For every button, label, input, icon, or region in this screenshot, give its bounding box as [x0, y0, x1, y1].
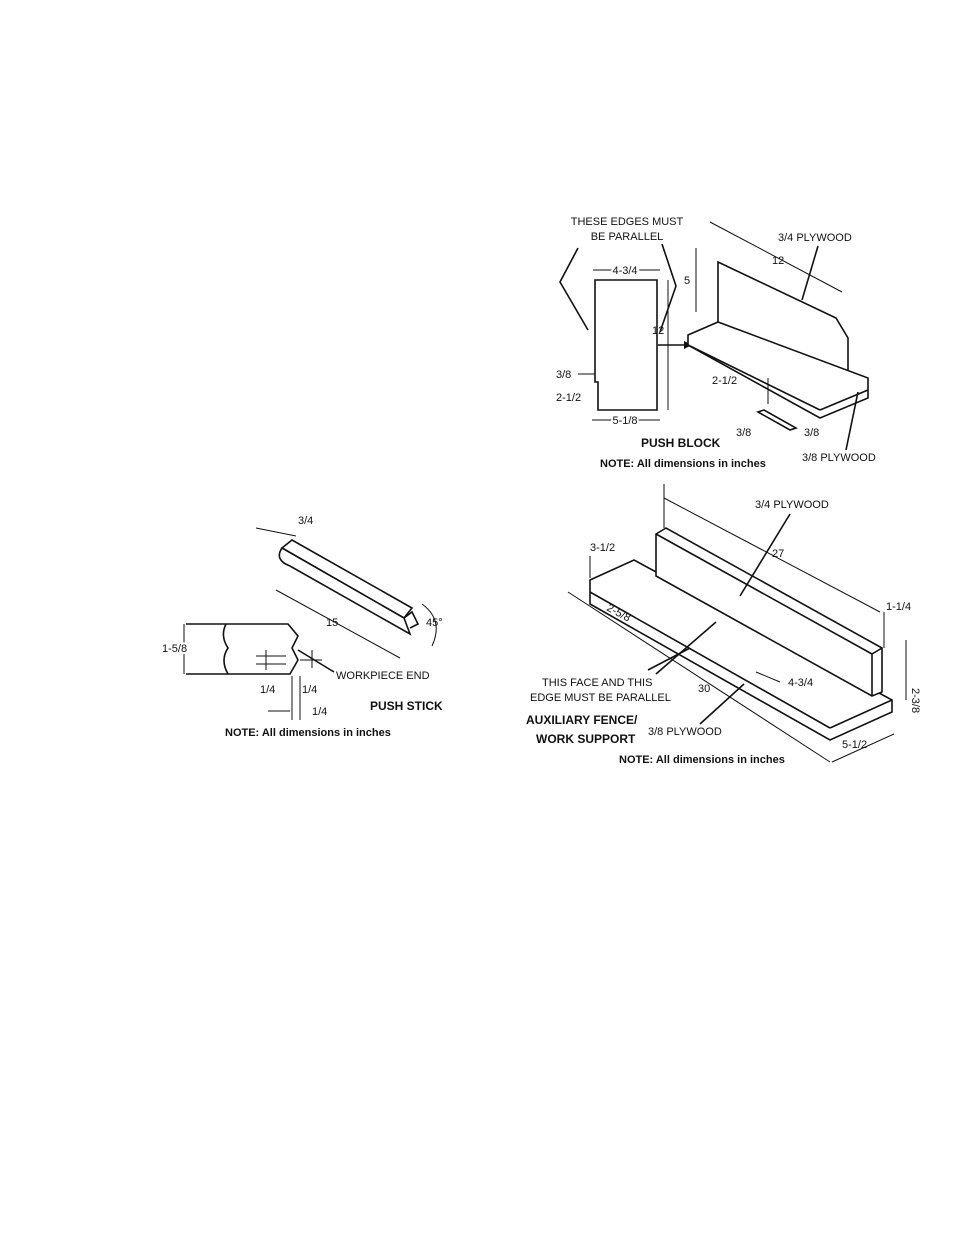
- push-block-title: PUSH BLOCK: [641, 436, 721, 450]
- stick-profile: [186, 623, 299, 675]
- fence-upright: [655, 527, 883, 697]
- dim-length: 15: [326, 617, 338, 629]
- dim-line-iso-length: [709, 221, 843, 293]
- leader-material-bottom: [845, 391, 859, 451]
- stick-top-face: [280, 539, 414, 620]
- callout-leader-left: [559, 247, 589, 331]
- dim-notch-a: 1/4: [260, 684, 275, 696]
- dim-cleat-a: 3/8: [736, 427, 751, 439]
- material-bottom: 3/8 PLYWOOD: [648, 726, 722, 738]
- leader-material-top: [801, 245, 819, 301]
- parallel-leader-a: [647, 647, 691, 671]
- dim-cleat-b: 3/8: [804, 427, 819, 439]
- parallel-callout-line1: THESE EDGES MUST: [571, 216, 684, 228]
- fence-upright-edge: [655, 533, 873, 655]
- workpiece-leader: [297, 649, 335, 673]
- dim-length-base: 30: [698, 683, 710, 695]
- push-block-diagram: THESE EDGES MUST BE PARALLEL 4-3/4 12 3/…: [556, 216, 876, 470]
- push-stick-title: PUSH STICK: [370, 699, 443, 713]
- dim-line-thickness: [255, 527, 297, 537]
- dim-iso-length: 12: [772, 255, 784, 267]
- dim-line-length: [275, 589, 401, 659]
- material-top: 3/4 PLYWOOD: [755, 499, 829, 511]
- stick-side-face: [278, 546, 412, 636]
- iso-cleat: [756, 409, 798, 431]
- dim-iso-height: 5: [684, 275, 690, 287]
- iso-base-edge: [687, 344, 821, 411]
- dim-right-h: 1-1/4: [886, 601, 911, 613]
- dim-total-h: 2-3/8: [909, 688, 921, 713]
- dim-line-length-top: [663, 497, 881, 613]
- fence-title-line2: WORK SUPPORT: [536, 732, 636, 746]
- dim-height: 1-5/8: [162, 643, 187, 655]
- parallel-label-line1: THIS FACE AND THIS: [542, 677, 652, 689]
- material-top: 3/4 PLYWOOD: [778, 232, 852, 244]
- dim-fence-depth: 4-3/4: [788, 677, 813, 689]
- angle-arc: [421, 603, 437, 647]
- fence-upright-corner2: [871, 647, 883, 655]
- iso-base-edge2: [819, 389, 869, 411]
- leader-material-top: [739, 513, 791, 597]
- material-bottom: 3/8 PLYWOOD: [802, 452, 876, 464]
- dim-width-top: 4-3/4: [612, 265, 637, 277]
- push-stick-note: NOTE: All dimensions in inches: [225, 727, 391, 739]
- dim-notch-h: 2-1/2: [556, 392, 581, 404]
- parallel-callout-line2: BE PARALLEL: [591, 231, 664, 243]
- workpiece-label: WORKPIECE END: [336, 670, 430, 682]
- fence-title-line1: AUXILIARY FENCE/: [526, 713, 638, 727]
- callout-leader-right: [659, 243, 677, 333]
- fence-base-edge2: [829, 699, 893, 729]
- dim-notch-c: 1/4: [312, 706, 327, 718]
- dim-length-top: 27: [772, 548, 784, 560]
- push-stick-diagram: 3/4 15 45° 1-5/8 1/4 1/4 1/4 WORKPIECE E…: [160, 515, 443, 739]
- dim-line-base-w: [831, 733, 895, 763]
- dim-width-bottom: 5-1/8: [612, 415, 637, 427]
- dim-notch-w: 3/8: [556, 369, 571, 381]
- fence-diagram: 3/4 PLYWOOD 27 3-1/2 2-5/8 30 4-3/4 1-1/…: [526, 484, 921, 766]
- stick-break-line: [222, 623, 229, 675]
- push-block-note: NOTE: All dimensions in inches: [600, 458, 766, 470]
- fence-base: [589, 559, 893, 741]
- fence-base-edge: [589, 591, 831, 729]
- stick-notch: [403, 610, 420, 629]
- push-block-profile: [594, 279, 658, 411]
- parallel-leader-b: [655, 621, 717, 675]
- dim-thickness: 3/4: [298, 515, 313, 527]
- leader-material-bottom: [699, 683, 745, 725]
- dim-height: 12: [652, 325, 664, 337]
- fence-note: NOTE: All dimensions in inches: [619, 754, 785, 766]
- dim-base-w: 5-1/2: [842, 739, 867, 751]
- dim-notch-b: 1/4: [302, 684, 317, 696]
- dim-iso-step: 2-1/2: [712, 375, 737, 387]
- dim-angle: 45°: [426, 617, 443, 629]
- dim-line-fence-depth: [755, 671, 781, 683]
- dim-line-length-base: [567, 591, 831, 763]
- dim-fence-h: 3-1/2: [590, 542, 615, 554]
- parallel-label-line2: EDGE MUST BE PARALLEL: [530, 692, 671, 704]
